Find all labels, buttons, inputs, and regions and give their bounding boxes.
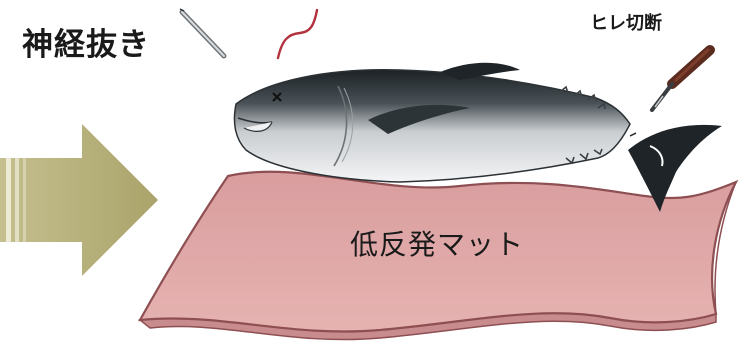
nerve-removal-label: 神経抜き — [22, 30, 150, 61]
arrow-right-icon — [0, 124, 158, 276]
wire-icon — [278, 10, 317, 58]
cut-mark — [630, 133, 644, 144]
fin-cut-label: ヒレ切断 — [590, 15, 662, 33]
needle-icon — [180, 9, 224, 56]
mat-label: 低反発マット — [350, 231, 524, 259]
knife-icon — [652, 50, 710, 110]
